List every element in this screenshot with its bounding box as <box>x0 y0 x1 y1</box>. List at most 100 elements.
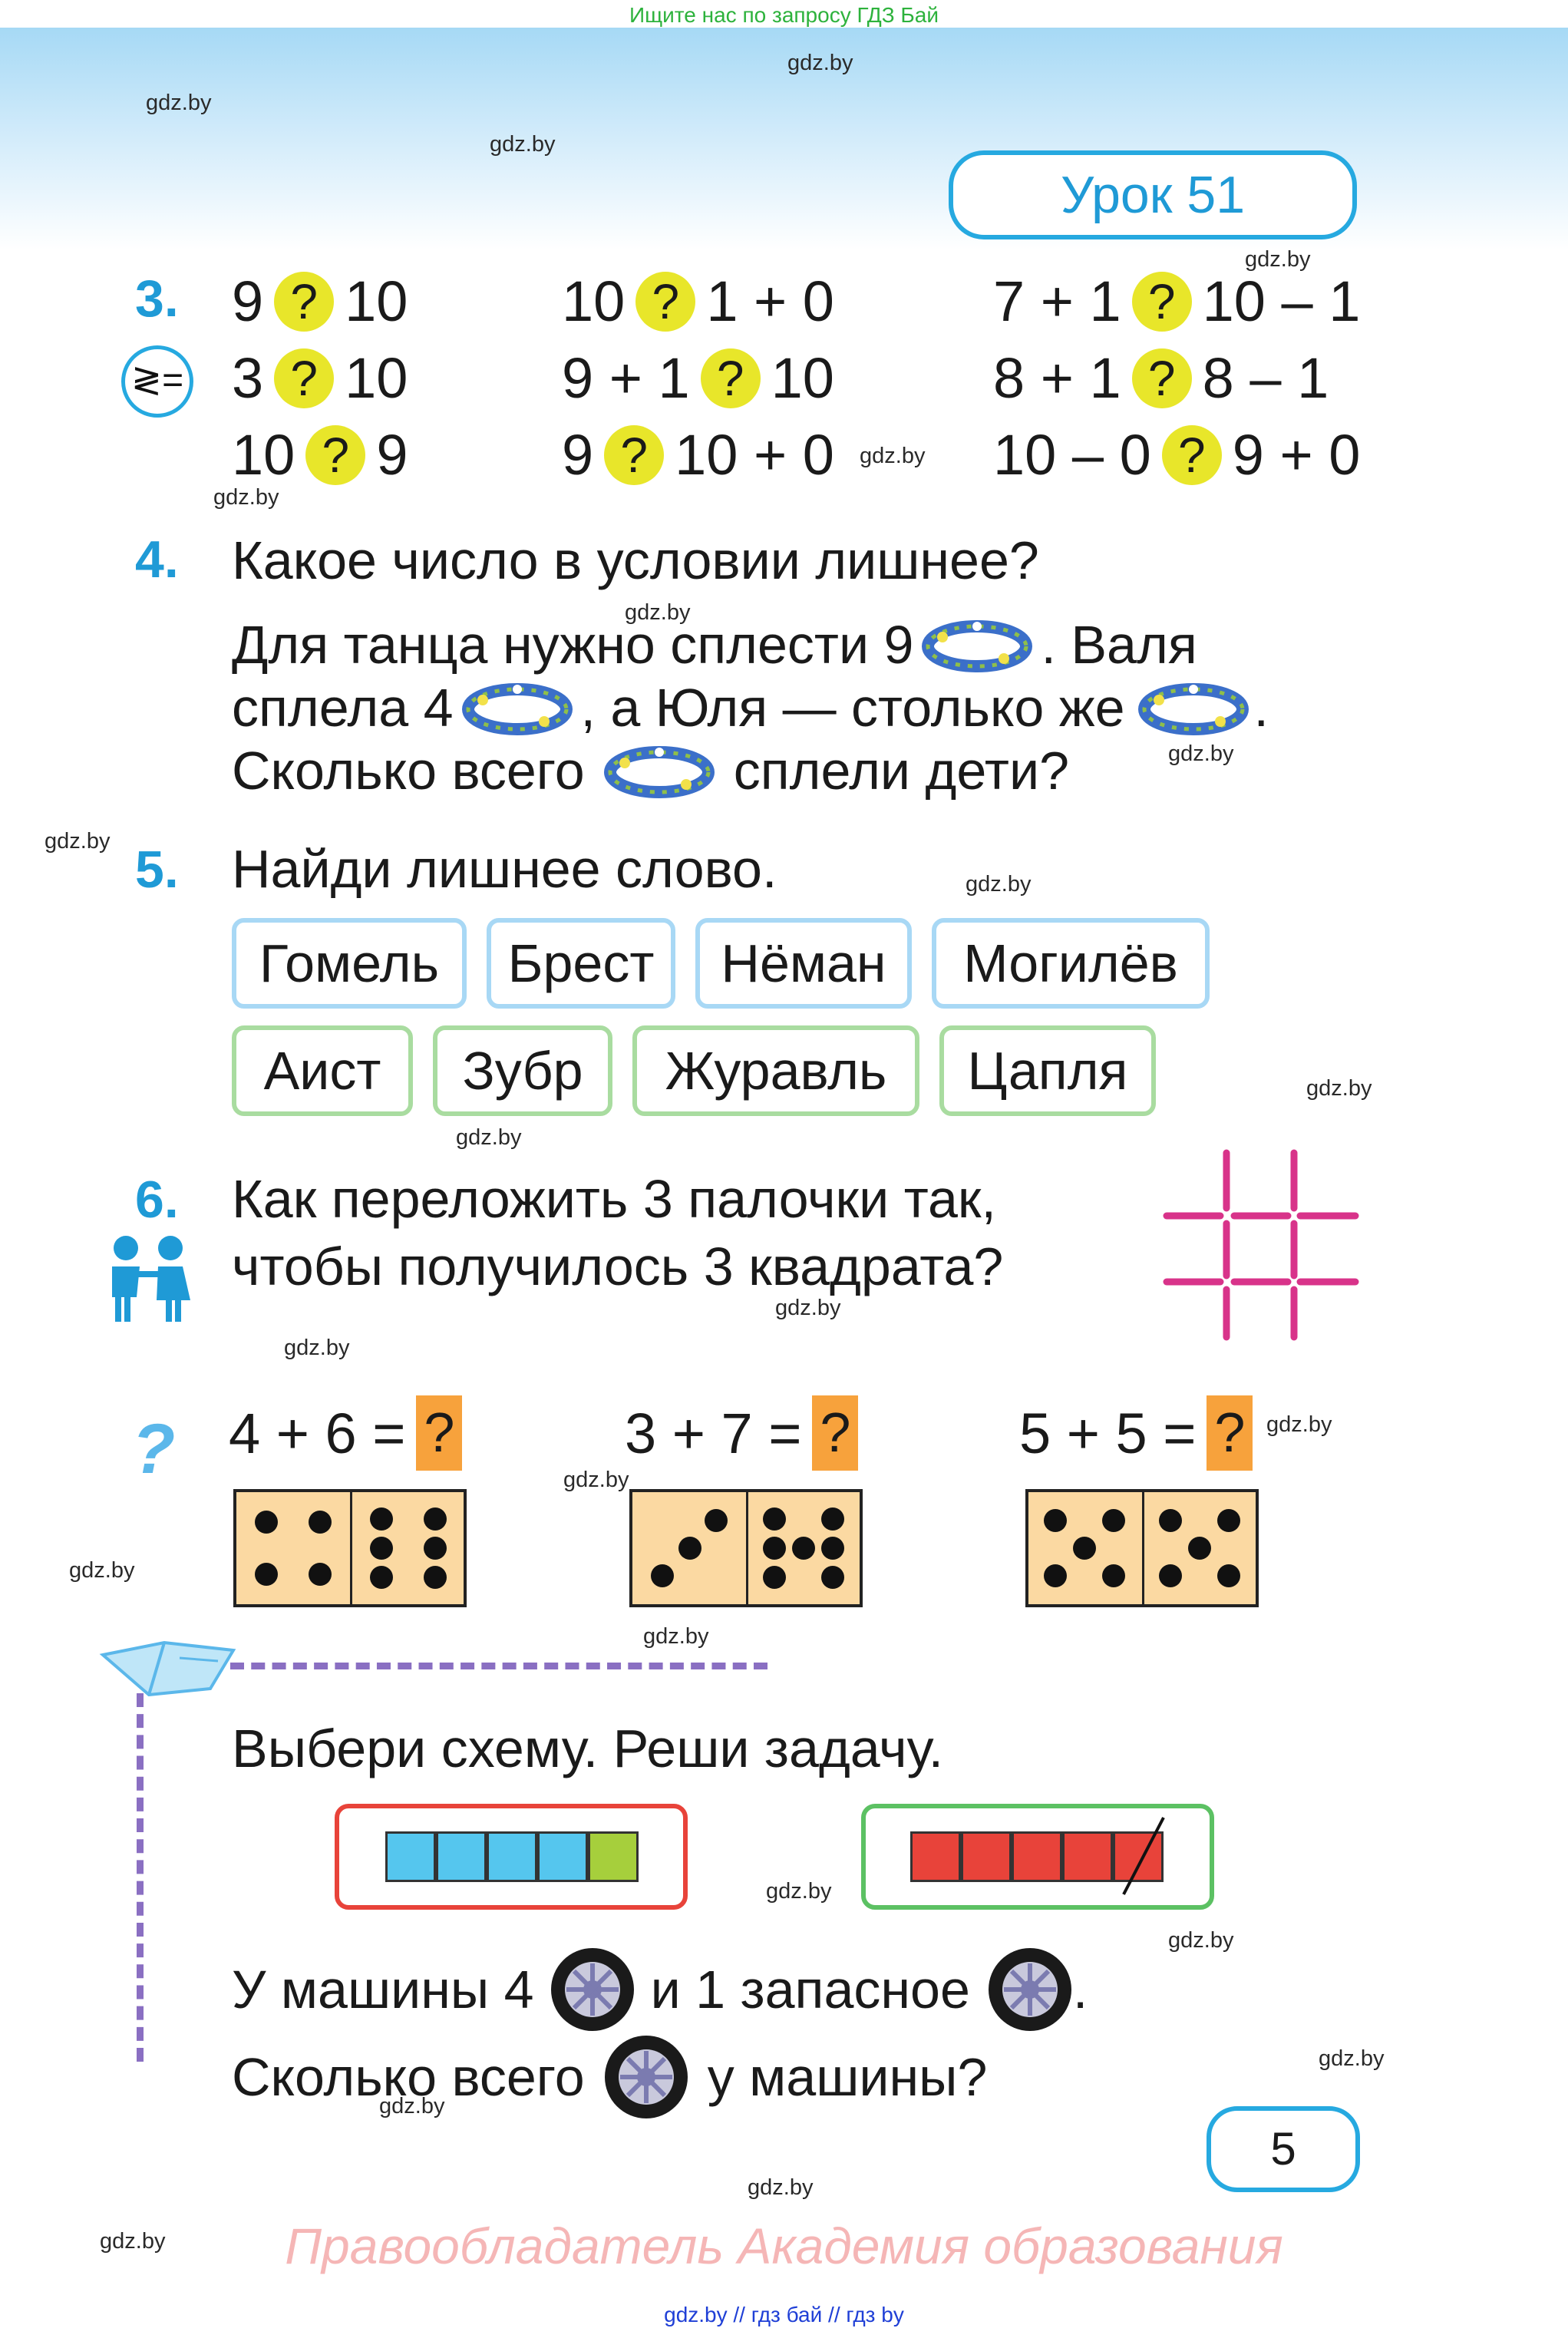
left-expression: 9 + 1 <box>562 346 690 410</box>
right-expression: 10 <box>345 346 408 410</box>
wreath-icon <box>922 620 1033 672</box>
pip <box>424 1566 447 1589</box>
task8-text: и 1 запасное <box>650 1960 970 2019</box>
equation: 5 + 5 =? <box>1019 1395 1253 1471</box>
pip <box>705 1509 728 1532</box>
scheme-cell <box>1062 1831 1113 1882</box>
watermark: gdz.by <box>643 1624 709 1649</box>
domino-half <box>748 1492 861 1604</box>
pip <box>1073 1537 1096 1560</box>
divider-line <box>230 1663 767 1669</box>
pip <box>651 1564 674 1587</box>
answer-slot[interactable]: ? <box>1207 1395 1253 1471</box>
task4-line1: Для танца нужно сплести 9 . Валя <box>232 614 1197 675</box>
left-expression: 10 <box>562 269 626 333</box>
watermark: gdz.by <box>146 91 212 115</box>
pip <box>370 1537 393 1560</box>
watermark: gdz.by <box>748 2175 814 2200</box>
task6-line1: Как переложить 3 палочки так, <box>232 1169 996 1229</box>
matchsticks-icon[interactable] <box>1160 1147 1365 1342</box>
word-card[interactable]: Цапля <box>939 1025 1156 1116</box>
task3-item: 8 + 1?8 – 1 <box>993 345 1329 411</box>
watermark: gdz.by <box>1319 2046 1385 2071</box>
wheel-icon <box>988 1948 1071 2031</box>
watermark: gdz.by <box>775 1296 841 1320</box>
pip <box>255 1563 278 1586</box>
compare-slot[interactable]: ? <box>1161 424 1222 485</box>
left-expression: 9 <box>562 423 594 487</box>
watermark: gdz.by <box>625 600 691 625</box>
scheme-cell <box>910 1831 961 1882</box>
scheme-option[interactable] <box>861 1804 1214 1910</box>
compare-slot[interactable]: ? <box>635 271 696 332</box>
watermark: gdz.by <box>213 485 279 510</box>
compare-slot[interactable]: ? <box>604 424 665 485</box>
word-card[interactable]: Брест <box>487 918 675 1009</box>
answer-slot[interactable]: ? <box>416 1395 463 1471</box>
compare-slot[interactable]: ? <box>305 424 366 485</box>
pip <box>370 1566 393 1589</box>
pip <box>1217 1564 1240 1587</box>
left-expression: 7 + 1 <box>993 269 1121 333</box>
compare-slot[interactable]: ? <box>274 348 335 408</box>
bottom-links[interactable]: gdz.by // гдз бай // гдз by <box>664 2303 904 2326</box>
scheme-cell <box>487 1831 537 1882</box>
equation-text: 4 + 6 = <box>229 1401 406 1465</box>
task3-number: 3. <box>135 269 179 328</box>
task4-line3: Сколько всего сплели дети? <box>232 740 1069 801</box>
task8-line2: Сколько всего у машины? <box>232 2034 987 2120</box>
compare-slot[interactable]: ? <box>1131 271 1192 332</box>
left-expression: 3 <box>232 346 264 410</box>
task3-item: 9?10 <box>232 269 408 334</box>
word-card[interactable]: Журавль <box>632 1025 919 1116</box>
domino-half <box>632 1492 748 1604</box>
task4-text: . <box>1253 678 1269 738</box>
watermark: gdz.by <box>1168 1928 1234 1953</box>
watermark: gdz.by <box>1168 741 1234 766</box>
answer-slot[interactable]: ? <box>812 1395 859 1471</box>
left-expression: 10 – 0 <box>993 423 1151 487</box>
pip <box>1159 1564 1182 1587</box>
wreath-icon <box>461 683 573 735</box>
watermark: gdz.by <box>100 2229 166 2254</box>
compare-slot[interactable]: ? <box>1131 348 1192 408</box>
scheme-cell <box>588 1831 639 1882</box>
word-card[interactable]: Зубр <box>433 1025 612 1116</box>
left-expression: 8 + 1 <box>993 346 1121 410</box>
compare-slot[interactable]: ? <box>274 271 335 332</box>
task4-question: Какое число в условии лишнее? <box>232 530 1039 590</box>
task8-line1: У машины 4 и 1 запасное . <box>232 1947 1088 2033</box>
scheme-bar <box>385 1831 643 1882</box>
left-expression: 10 <box>232 423 295 487</box>
task3-item: 7 + 1?10 – 1 <box>993 269 1360 334</box>
pip <box>763 1537 786 1560</box>
watermark: gdz.by <box>490 132 556 157</box>
watermark: gdz.by <box>1306 1076 1372 1101</box>
word-card[interactable]: Могилёв <box>932 918 1210 1009</box>
task4-text: сплели дети? <box>733 741 1070 801</box>
right-expression: 10 – 1 <box>1202 269 1361 333</box>
scheme-option[interactable] <box>335 1804 688 1910</box>
pip <box>1102 1564 1125 1587</box>
word-card[interactable]: Гомель <box>232 918 467 1009</box>
task8-text: Сколько всего <box>232 2047 585 2107</box>
domino <box>233 1489 467 1607</box>
task4-text: , а Юля — столько же <box>580 678 1125 738</box>
word-card[interactable]: Нёман <box>695 918 912 1009</box>
scheme-bar <box>910 1817 1168 1895</box>
wheel-icon <box>604 2036 688 2118</box>
pip <box>678 1537 701 1560</box>
watermark: gdz.by <box>563 1468 629 1492</box>
compare-slot[interactable]: ? <box>700 348 761 408</box>
page-number: 5 <box>1207 2106 1360 2192</box>
scheme-cell <box>537 1831 588 1882</box>
word-card[interactable]: Аист <box>232 1025 413 1116</box>
task8-text: У машины 4 <box>232 1960 534 2019</box>
pip <box>821 1537 844 1560</box>
domino-half <box>1144 1492 1257 1604</box>
wreath-icon <box>1137 683 1249 735</box>
task4-text: . Валя <box>1041 615 1197 675</box>
top-banner: Ищите нас по запросу ГДЗ Бай <box>629 3 939 27</box>
task8-text: у машины? <box>707 2047 988 2107</box>
question-icon: ? <box>132 1410 176 1488</box>
